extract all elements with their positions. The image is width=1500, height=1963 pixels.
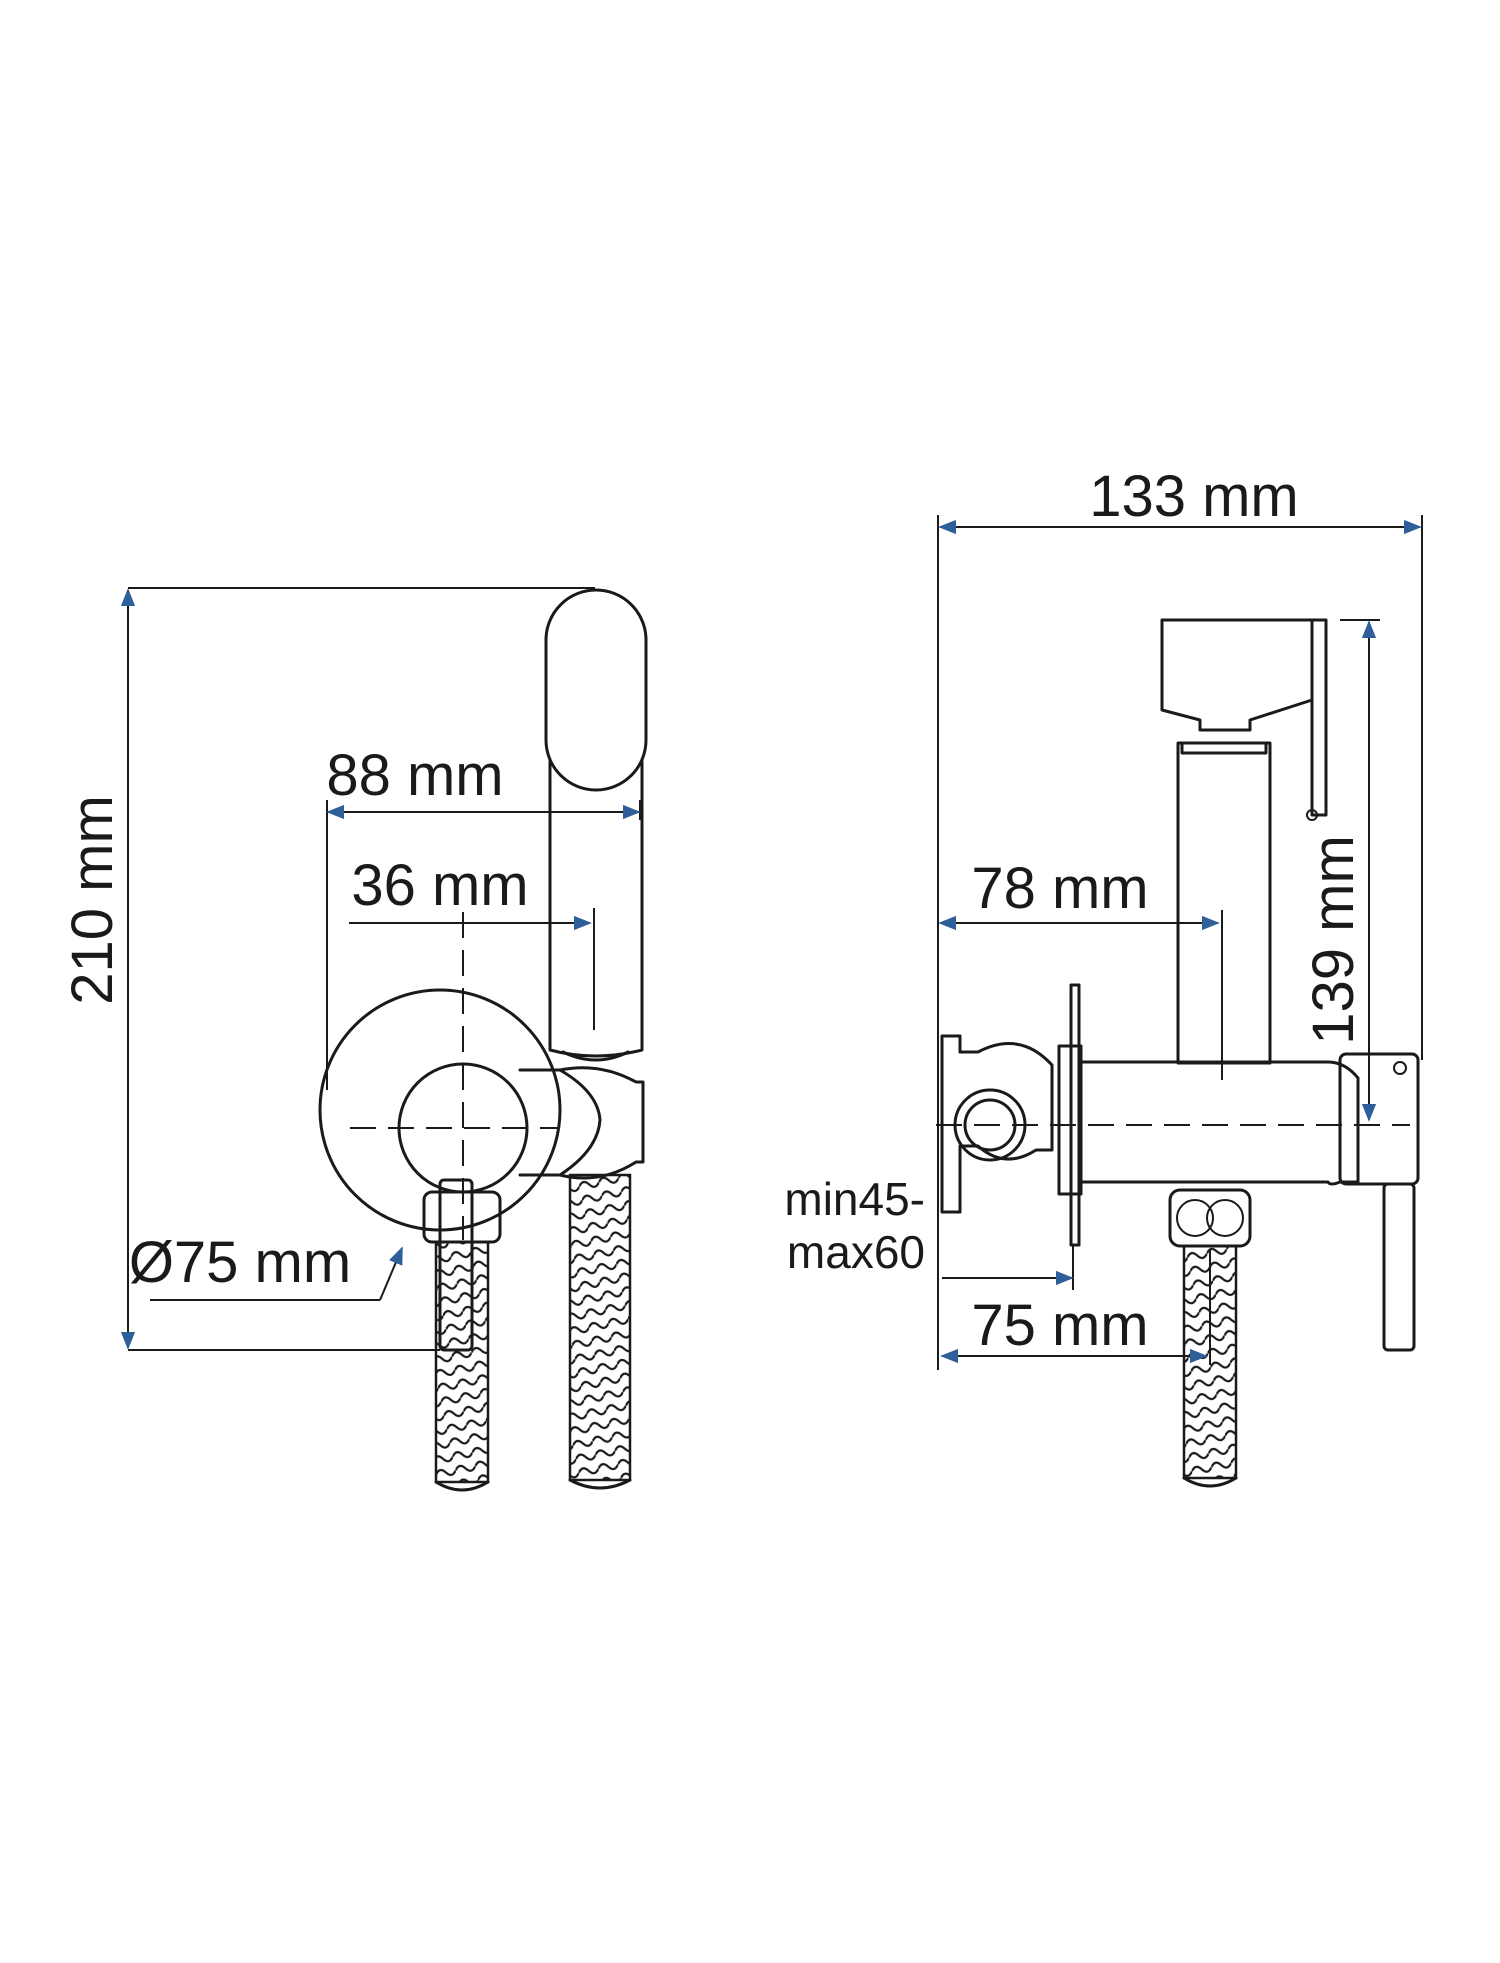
shower-hose — [568, 1173, 632, 1482]
inlet-nut — [1168, 1188, 1252, 1248]
lever-body — [1338, 1052, 1420, 1186]
wall-depth-label-line1: min45- — [784, 1173, 925, 1225]
hand-shower-front — [544, 588, 648, 792]
inlet-offset-dimension-label: 75 mm — [971, 1293, 1148, 1358]
side-view: 133 mm 78 mm 139 mm — [784, 464, 1423, 1488]
width-dimension-label: 88 mm — [326, 743, 503, 808]
holder-clip — [1310, 618, 1328, 817]
outlet-offset-dimension-label: 78 mm — [971, 856, 1148, 921]
diameter-dimension-label: Ø75 mm — [129, 1230, 351, 1295]
front-view: 210 mm 88 mm 36 mm Ø7 — [60, 587, 648, 1492]
wall-depth-label-line2: max60 — [787, 1226, 925, 1278]
valve-body-side — [1079, 1060, 1360, 1186]
inlet-hose — [434, 1240, 490, 1484]
offset-dimension-label: 36 mm — [351, 853, 528, 918]
depth-dimension-label: 133 mm — [1089, 464, 1299, 529]
escutcheon-profile — [1069, 983, 1081, 1247]
height-dimension-label: 210 mm — [60, 795, 125, 1005]
lever-handle-side — [1382, 1182, 1416, 1352]
hand-shower-head — [1160, 618, 1314, 732]
holder-height-dimension-label: 139 mm — [1301, 835, 1366, 1045]
hand-shower-side — [1176, 741, 1272, 1065]
